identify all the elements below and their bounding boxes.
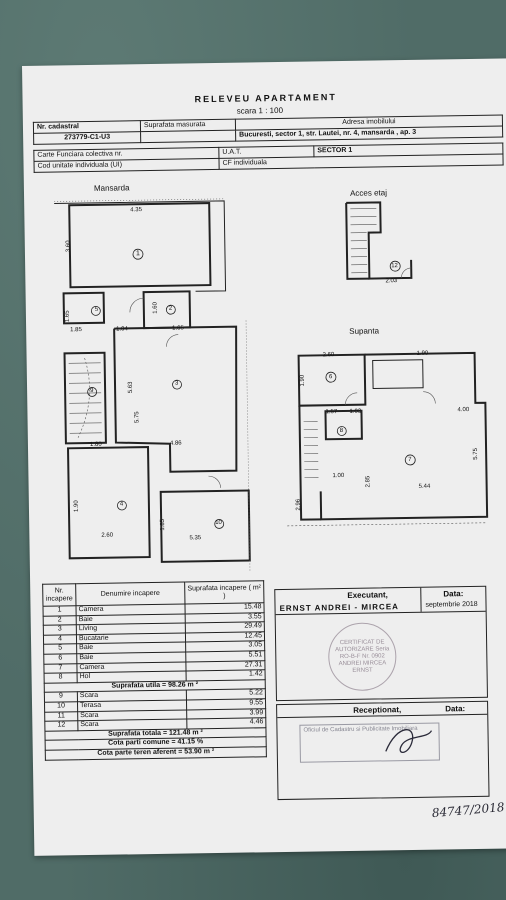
dim-5-75-s: 5.75 <box>472 448 480 460</box>
receptionat-box: Receptionat, Data: Oficiul de Cadastru s… <box>276 700 490 801</box>
room-number-4: 4 <box>119 501 124 508</box>
dim-2-85: 2.85 <box>365 475 372 488</box>
receptionat-label: Receptionat, <box>353 705 402 715</box>
dim-1-85b: 1.85 <box>159 518 167 531</box>
receptionat-data-label: Data: <box>445 704 466 714</box>
dim-1-90-s: 1.90 <box>416 350 429 357</box>
room-4-outline <box>66 446 151 560</box>
room-number-12: 12 <box>391 263 398 270</box>
acces-etaj-plan <box>345 201 413 280</box>
col-suprafata-header: Suprafata incapere ( m² ) <box>184 580 264 605</box>
cod-ui-label: Cod unitate individuala (UI) <box>33 158 220 173</box>
dim-4-00: 4.00 <box>457 407 470 414</box>
room-marker-12 <box>389 260 401 272</box>
suprafata-value <box>140 130 236 143</box>
dim-3-60: 3.60 <box>65 240 72 253</box>
room-number-7: 7 <box>408 456 412 463</box>
dim-1-65b: 1.65 <box>172 325 184 332</box>
dim-1-90: 1.90 <box>73 500 80 513</box>
dim-1-00: 1.00 <box>332 472 345 480</box>
col-nr-header: Nr. incapere <box>42 583 76 607</box>
room-number-1: 1 <box>135 250 140 258</box>
acces-etaj-label: Acces etaj <box>349 188 388 198</box>
room-number-5: 5 <box>94 306 99 313</box>
dim-5-35: 5.35 <box>189 535 202 542</box>
dim-1-57: 1.57 <box>325 409 338 416</box>
dim-2-03: 2.03 <box>385 278 398 285</box>
header-table-2: Carte Funciara colectiva nr. U.A.T. SECT… <box>33 142 504 173</box>
room-number-2: 2 <box>168 305 173 312</box>
room-6-outline <box>297 353 367 407</box>
document-title: RELEVEU APARTAMENT <box>194 92 337 105</box>
dim-2-60-s: 2.60 <box>322 352 335 359</box>
room-marker-9 <box>87 387 98 397</box>
room-5-outline <box>62 291 106 325</box>
dim-5-63: 5.63 <box>127 381 134 394</box>
scale-label: scara 1 : 100 <box>236 105 284 116</box>
room-8-outline <box>324 409 363 441</box>
areas-table: Nr. incapere Denumire incapere Suprafata… <box>42 580 267 760</box>
room-7-outline <box>319 351 489 521</box>
room-number-6: 6 <box>328 374 333 381</box>
room-number-9: 9 <box>90 387 94 394</box>
document-sheet: RELEVEU APARTAMENT scara 1 : 100 Nr. cad… <box>22 58 506 856</box>
cota-teren: Cota parte teren aferent = 53.90 m ² <box>45 746 267 760</box>
room-9-outline <box>63 351 107 445</box>
room-number-8: 8 <box>339 428 344 435</box>
room-1-outline <box>68 202 212 289</box>
dim-1-80: 1.80 <box>89 441 102 448</box>
room-marker-7 <box>404 454 416 466</box>
dim-1-90-s2: 1.90 <box>299 374 306 387</box>
dim-1-04: 1.04 <box>116 326 128 333</box>
acces-etaj-outline <box>346 201 413 280</box>
executant-stamp: CERTIFICAT DE AUTORIZARE Seria RO-B-F Nr… <box>327 622 397 692</box>
nr-cadastral-value: 273779-C1-U3 <box>33 131 141 145</box>
receptionat-signature <box>385 729 433 753</box>
dim-5-44: 5.44 <box>418 483 431 490</box>
dim-1-03: 1.03 <box>349 408 362 415</box>
room-number-10: 10 <box>215 519 222 527</box>
dim-1-60: 1.60 <box>152 302 159 314</box>
dim-2-96: 2.96 <box>295 498 302 511</box>
room-marker-4 <box>117 500 127 511</box>
dim-1-65: 1.65 <box>64 310 71 323</box>
executant-label: Executant, <box>347 590 388 600</box>
executant-name: ERNST ANDREI - MIRCEA <box>279 602 399 614</box>
dim-2-60: 2.60 <box>101 532 114 539</box>
room-marker-10 <box>214 519 225 529</box>
col-denumire-header: Denumire incapere <box>75 582 185 606</box>
executant-date: septembrie 2018 <box>425 600 478 609</box>
handwritten-registration: 84747/2018 <box>431 800 505 821</box>
room-marker-6 <box>325 371 337 383</box>
room-marker-3 <box>172 379 182 390</box>
room-2-outline <box>142 290 192 330</box>
room-number-3: 3 <box>174 380 179 387</box>
room-10-outline <box>159 489 251 563</box>
dim-4-35: 4.35 <box>130 207 143 214</box>
room-marker-1 <box>132 248 144 260</box>
supanta-plan <box>287 351 489 527</box>
room-marker-8 <box>336 426 347 436</box>
dim-1-85: 1.85 <box>70 327 82 334</box>
mansarda-plan <box>54 198 251 571</box>
supanta-label: Supanta <box>349 326 380 336</box>
room-3-outline <box>113 325 238 473</box>
executant-data-label: Data: <box>443 589 464 599</box>
executant-box: Executant, Data: ERNST ANDREI - MIRCEA s… <box>274 585 488 702</box>
dim-5-75: 5.75 <box>134 411 141 424</box>
dim-4-86: 4.86 <box>169 440 182 447</box>
room-marker-5 <box>90 305 101 316</box>
header-table: Nr. cadastral Suprafata masurata Adresa … <box>33 114 503 145</box>
room-marker-2 <box>165 304 176 315</box>
